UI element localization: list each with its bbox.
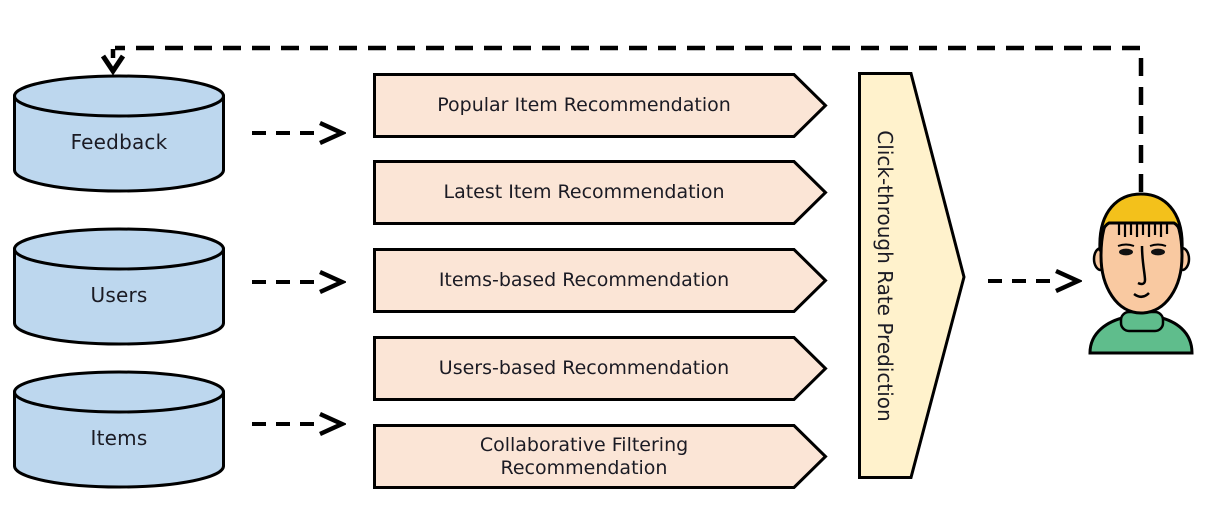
stage-label: Popular Item Recommendation xyxy=(437,94,731,117)
dashed-arrow-icon xyxy=(252,411,346,437)
stage-label: Latest Item Recommendation xyxy=(443,181,725,204)
stage-label: Users-based Recommendation xyxy=(438,357,730,380)
cylinder-icon xyxy=(13,74,225,193)
chevron-shape-icon xyxy=(373,336,828,401)
stage-popular-item-recommendation: Popular Item Recommendation xyxy=(373,73,828,138)
stage-users-based-recommendation: Users-based Recommendation xyxy=(373,336,828,401)
database-users: Users xyxy=(12,226,226,347)
dashed-arrow-icon xyxy=(252,120,346,146)
stage-label: Collaborative Filtering Recommendation xyxy=(373,424,795,489)
stage-label: Items-based Recommendation xyxy=(438,269,730,292)
database-label: Users xyxy=(90,282,148,307)
stage-label-line1: Collaborative Filtering xyxy=(479,434,689,457)
dashed-arrow-icon xyxy=(988,268,1082,294)
database-label: Items xyxy=(90,425,148,450)
stage-collaborative-filtering-recommendation: Collaborative Filtering Recommendation xyxy=(373,424,828,489)
chevron-shape-icon xyxy=(373,424,828,489)
stage-label-line2: Recommendation xyxy=(500,456,668,479)
stage-items-based-recommendation: Items-based Recommendation xyxy=(373,248,828,313)
chevron-shape-icon xyxy=(373,160,828,225)
ctr-predictor-pentagon-icon xyxy=(858,72,966,479)
chevron-shape-icon xyxy=(373,73,828,138)
bangs-strokes xyxy=(1117,223,1169,237)
database-feedback: Feedback xyxy=(12,73,226,194)
person-face-icon xyxy=(1088,192,1194,355)
database-items: Items xyxy=(12,369,226,490)
cylinder-icon xyxy=(13,227,225,346)
dashed-arrow-icon xyxy=(252,269,346,295)
chevron-shape-icon xyxy=(373,248,828,313)
cylinder-icon xyxy=(13,370,225,489)
database-label: Feedback xyxy=(70,129,168,154)
stage-latest-item-recommendation: Latest Item Recommendation xyxy=(373,160,828,225)
